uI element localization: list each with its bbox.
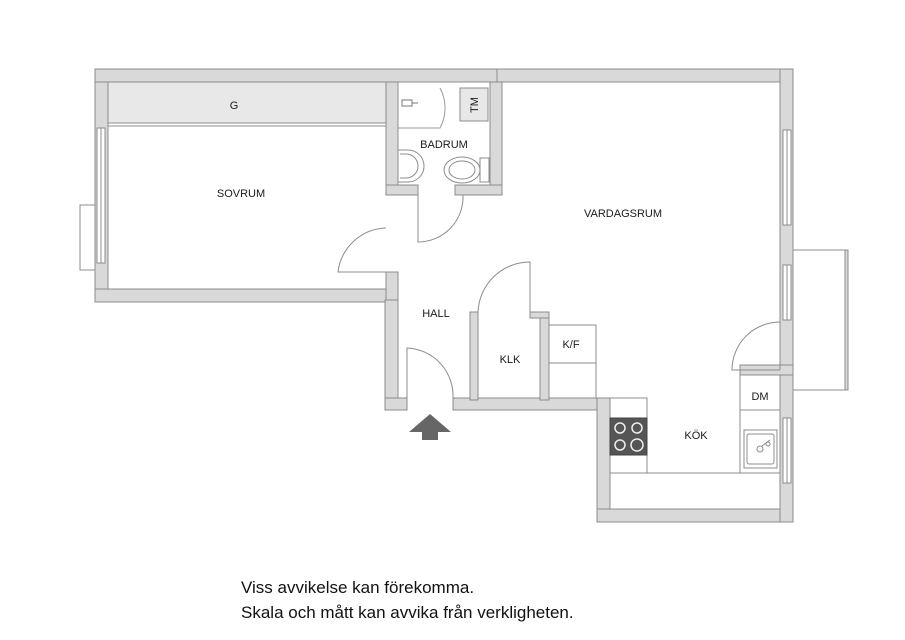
wall-klk-top (529, 311, 550, 319)
label-tm: TM (469, 97, 481, 113)
floor-plan: G SOVRUM BADRUM TM VARDAGSRUM HALL KLK K… (79, 68, 849, 523)
balcony-g-rail (107, 122, 387, 127)
label-kf: K/F (562, 339, 579, 351)
walls (94, 68, 794, 523)
balcony-g (107, 81, 387, 125)
label-badrum: BADRUM (420, 139, 468, 151)
door-sovrum (337, 227, 387, 273)
door-badrum (417, 194, 464, 243)
toilet-icon (443, 156, 490, 184)
wall-top-right (496, 68, 794, 83)
shower-icon (401, 99, 418, 107)
label-vardagsrum: VARDAGSRUM (584, 208, 662, 220)
wall-top-left (94, 68, 498, 83)
dm-box (739, 374, 781, 411)
wall-sovrum-right-bottom (385, 271, 399, 303)
wall-entrance-left (384, 397, 408, 411)
tm-box (459, 87, 489, 122)
label-dm: DM (751, 391, 768, 403)
wall-bath-right (489, 81, 503, 193)
door-balcony (731, 321, 781, 371)
label-hall: HALL (422, 308, 450, 320)
wall-sovrum-right-top (385, 81, 399, 195)
wall-kitchen-bottom (596, 508, 794, 523)
kitchen-sink-icon (743, 429, 778, 469)
disclaimer: Viss avvikelse kan förekomma. Skala och … (241, 575, 574, 625)
wall-hall-left (384, 299, 399, 411)
wall-klk-left (469, 311, 479, 401)
sink-icon (397, 149, 425, 183)
counter-bottom (609, 472, 781, 510)
wall-bath-bottom (454, 184, 503, 196)
stove-icon (609, 417, 648, 456)
label-g: G (230, 100, 239, 112)
balcony-right (792, 249, 849, 391)
up-arrow-icon (409, 414, 451, 440)
kf-lower (548, 362, 597, 399)
window-bump-left (79, 204, 96, 271)
door-klk (477, 261, 531, 313)
disclaimer-line-1: Viss avvikelse kan förekomma. (241, 578, 475, 597)
shower-curve (398, 87, 446, 129)
balcony-right-rail (844, 249, 849, 391)
door-entrance (406, 347, 454, 399)
wall-sovrum-bottom (94, 288, 396, 303)
label-klk: KLK (500, 354, 521, 366)
label-kok: KÖK (684, 430, 708, 442)
disclaimer-line-2: Skala och mått kan avvika från verklighe… (241, 603, 574, 622)
label-sovrum: SOVRUM (217, 188, 265, 200)
wall-klk-right (539, 311, 550, 401)
wall-bath-bottom-left (385, 184, 419, 196)
wall-kitchen-left (596, 397, 611, 523)
